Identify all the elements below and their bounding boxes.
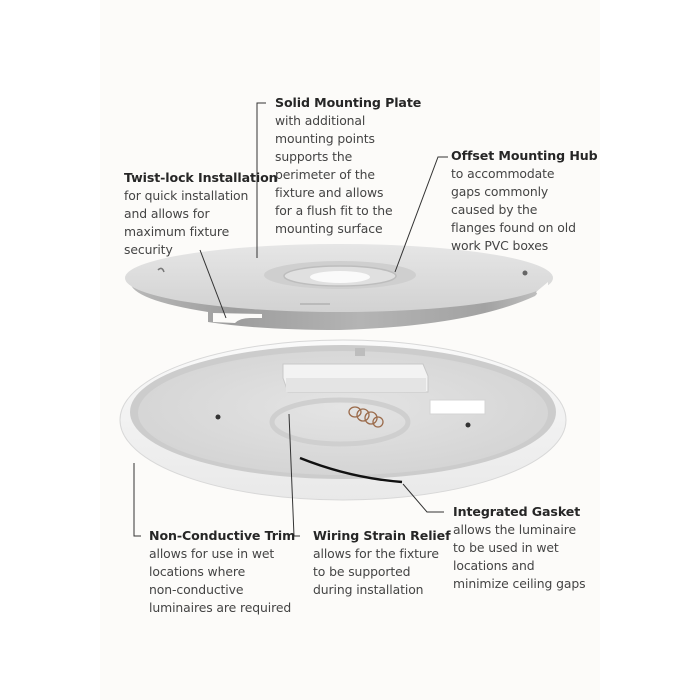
callout-solid-mounting-plate: Solid Mounting Plate with additional mou… [275,94,421,238]
callout-offset-mounting-hub: Offset Mounting Hub to accommodate gaps … [451,147,598,255]
callout-description: allows for use in wet locations where no… [149,546,292,615]
callout-title: Solid Mounting Plate [275,95,422,110]
callout-description: with additional mounting points supports… [275,113,393,236]
callout-title: Integrated Gasket [453,504,581,519]
callout-title: Offset Mounting Hub [451,148,598,163]
callout-wiring-strain-relief: Wiring Strain Relief allows for the fixt… [313,527,451,599]
leader-lines [133,102,448,537]
callout-description: for quick installation and allows for ma… [124,188,249,257]
callout-title: Twist-lock Installation [124,170,278,185]
callout-title: Non-Conductive Trim [149,528,296,543]
callout-integrated-gasket: Integrated Gasket allows the luminaire t… [453,503,586,593]
mounting-plate [125,244,553,330]
callout-description: allows for the fixture to be supported d… [313,546,439,597]
callout-description: allows the luminaire to be used in wet l… [453,522,586,591]
callout-twist-lock-installation: Twist-lock Installation for quick instal… [124,169,278,259]
callout-description: to accommodate gaps commonly caused by t… [451,166,576,253]
callout-non-conductive-trim: Non-Conductive Trim allows for use in we… [149,527,295,617]
luminaire-body [119,339,567,501]
callout-title: Wiring Strain Relief [313,528,451,543]
